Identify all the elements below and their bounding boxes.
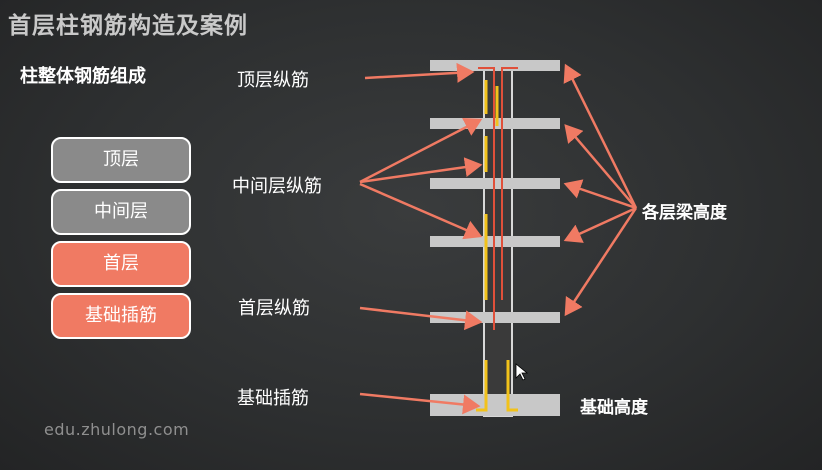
foundation-block [430,394,560,416]
arrow-foundation-rebar [359,392,481,415]
rebar-red-right [501,67,518,300]
section-subtitle: 柱整体钢筋组成 [20,66,146,87]
arrow-first-rebar [359,306,483,331]
arrow-middle-rebar-3 [359,182,483,240]
layer-button-first[interactable]: 首层 [51,241,191,287]
label-foundation-height: 基础高度 [580,398,648,418]
layer-button-foundation[interactable]: 基础插筋 [51,293,191,339]
label-beam-height: 各层梁高度 [642,203,727,223]
arrow-beam-3 [563,179,637,210]
arrow-beam-4 [564,124,637,209]
rebar-red-left [478,67,495,300]
arrow-beam-2 [563,206,637,243]
arrow-beam-1 [564,207,638,317]
label-first-rebar: 首层纵筋 [238,298,310,319]
arrow-top-rebar [364,62,475,83]
label-foundation-rebar: 基础插筋 [237,388,309,409]
label-middle-rebar: 中间层纵筋 [232,176,322,197]
beam-roof [430,60,560,71]
page-title: 首层柱钢筋构造及案例 [8,13,248,39]
rebar-yellow-foundation-right [506,360,518,412]
layer-button-middle[interactable]: 中间层 [51,189,191,235]
layer-button-top[interactable]: 顶层 [51,137,191,183]
arrow-middle-rebar-1 [359,118,483,184]
watermark: edu.zhulong.com [44,420,190,439]
arrow-middle-rebar-2 [359,157,483,184]
arrow-beam-roof [563,63,638,209]
mouse-cursor-icon [515,363,529,381]
label-top-rebar: 顶层纵筋 [237,70,309,91]
